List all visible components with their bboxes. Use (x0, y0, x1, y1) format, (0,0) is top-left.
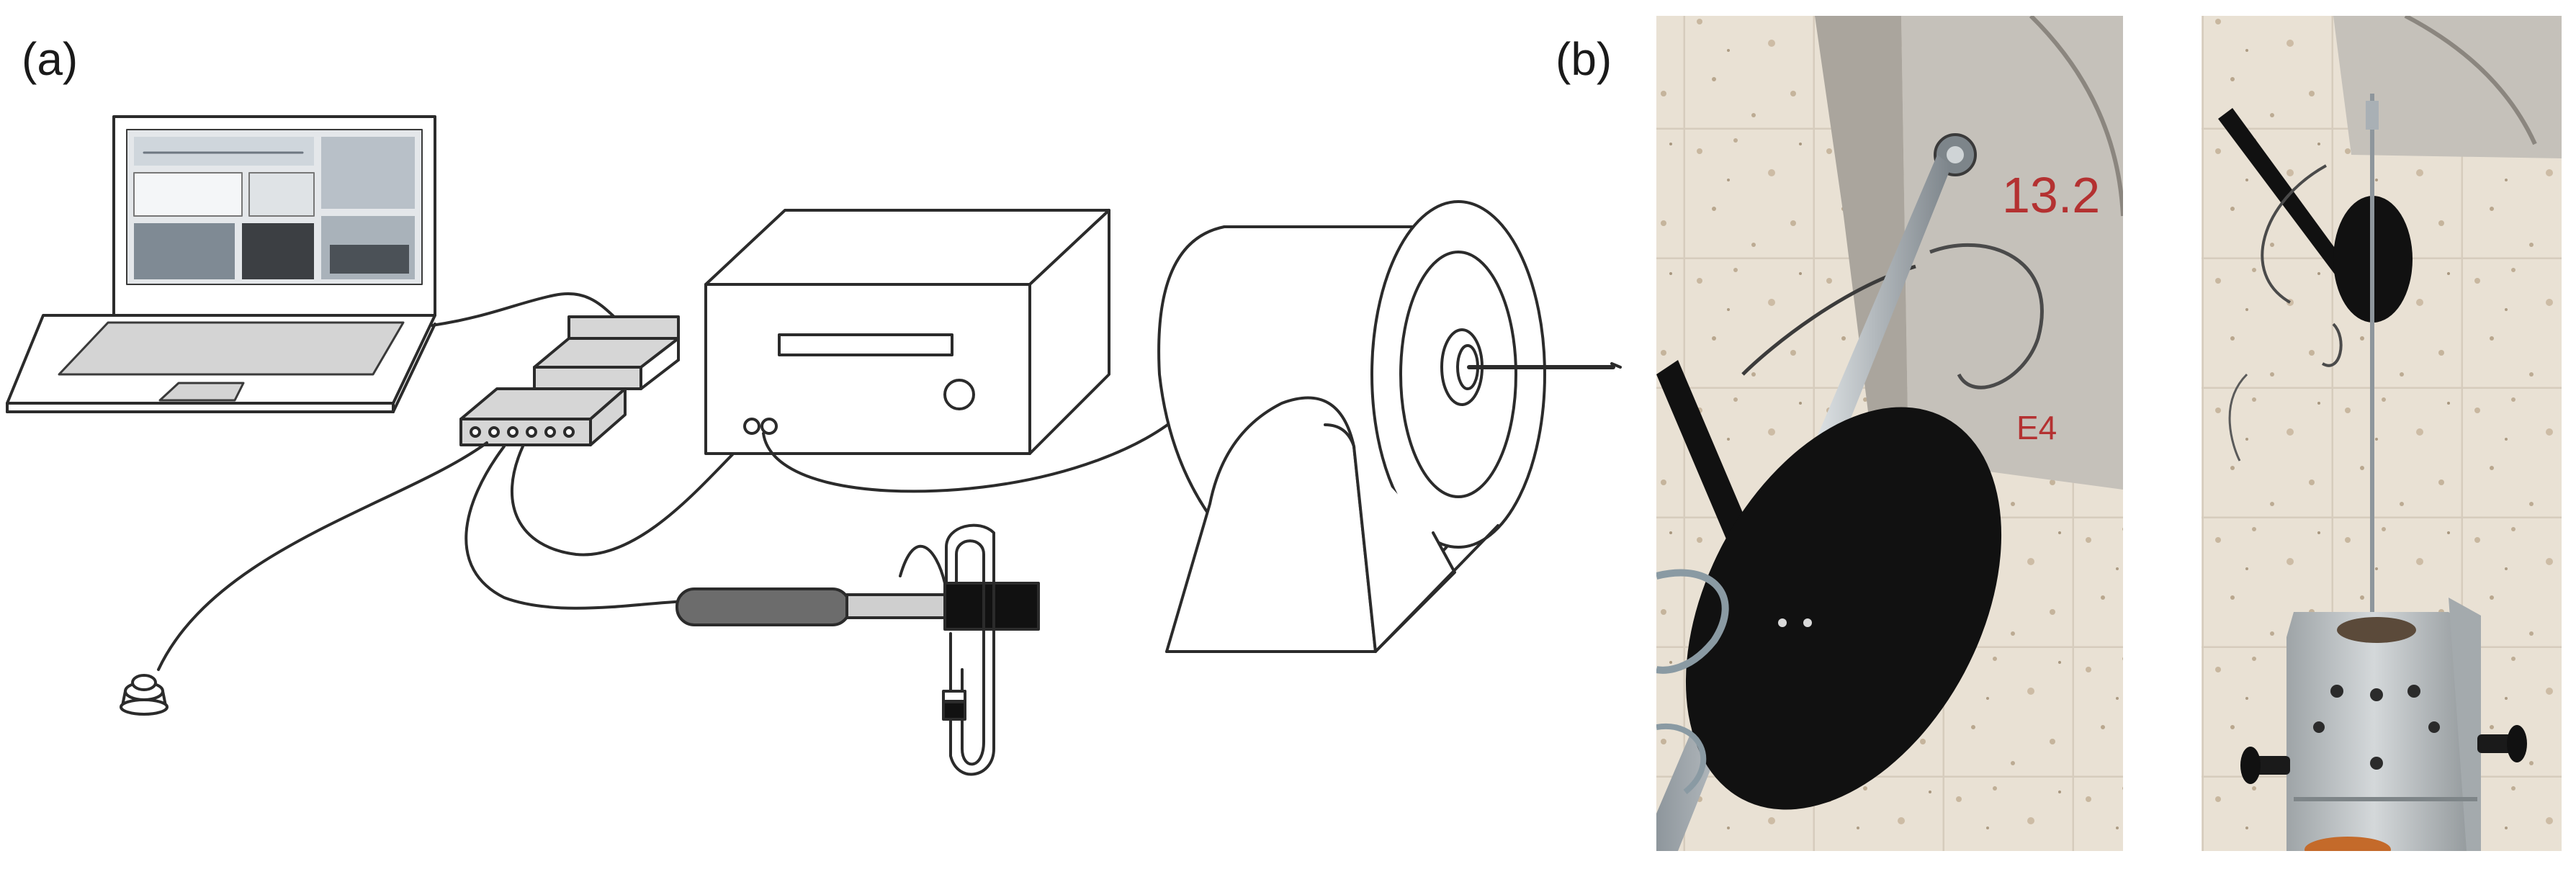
accelerometer-cable (465, 445, 693, 610)
marking-top: 13.2 (2002, 167, 2100, 223)
photo-disk-top-view (2202, 16, 2562, 851)
amplifier-box (704, 209, 1110, 455)
laptop-cable (431, 292, 622, 327)
cabinet-panel (1815, 16, 2123, 490)
cabinet-top (2333, 16, 2562, 158)
shaker-body (2286, 612, 2481, 851)
sensor-icon (120, 674, 169, 716)
impedance-head-assembly (676, 523, 1040, 776)
sensor-cable (157, 441, 488, 671)
amplifier-to-shaker-cable (762, 413, 1182, 493)
knob-right (2477, 734, 2513, 753)
marking-bottom: E4 (2016, 409, 2057, 446)
amplifier-cable (511, 431, 758, 557)
stinger-rod-top (2370, 94, 2374, 612)
vibration-shaker (1157, 200, 1622, 653)
photo-disk-close-up: 13.2 E4 (1656, 16, 2123, 851)
laptop-icon (6, 115, 436, 413)
black-disk (1685, 407, 2002, 810)
panel-b-label: (b) (1556, 33, 1612, 85)
panel-a-label: (a) (22, 33, 78, 85)
interface-module-upper (533, 315, 680, 390)
interface-module-lower (459, 387, 627, 446)
handle-bar-top (2218, 108, 2369, 306)
knob-left (2254, 756, 2290, 775)
schematic-diagram (6, 115, 1622, 776)
